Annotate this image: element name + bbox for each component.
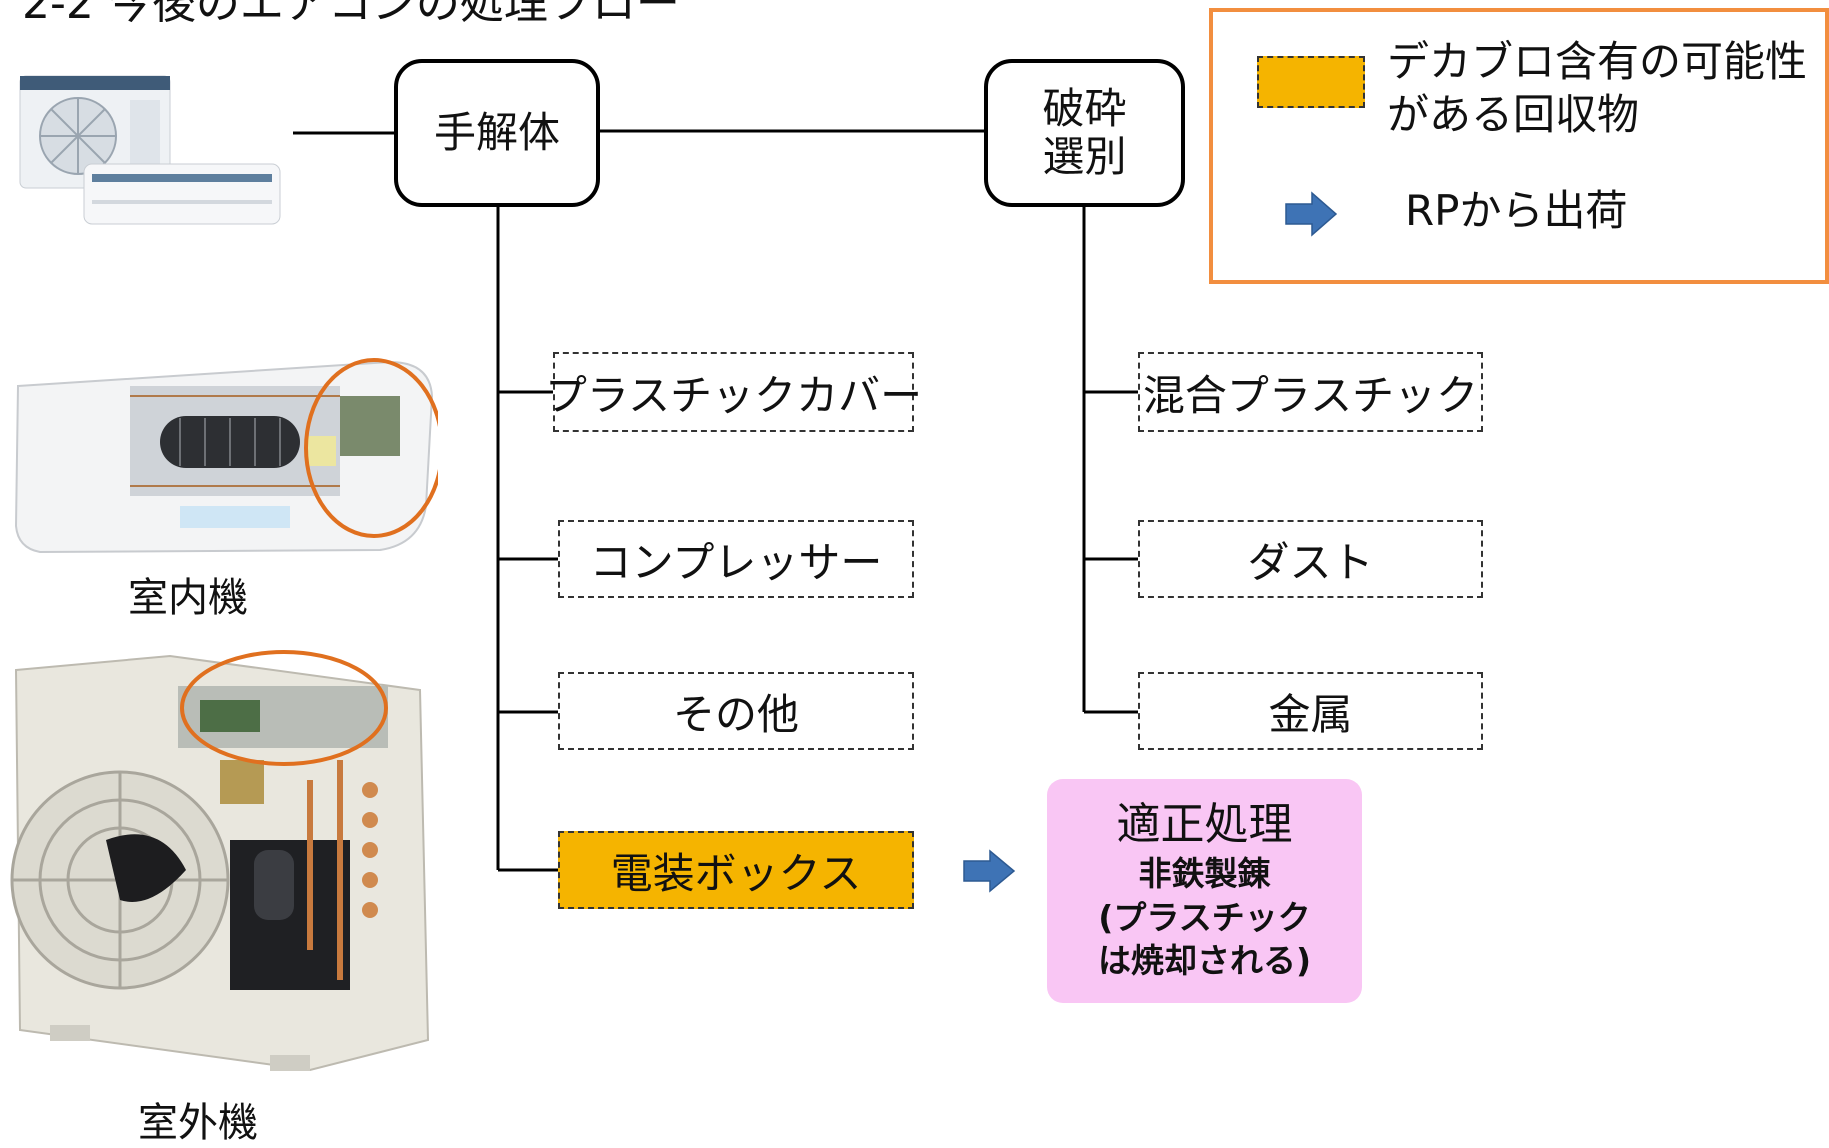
indoor-unit-cutaway-image [14, 358, 438, 554]
legend-decabro-swatch [1257, 56, 1365, 108]
crushing-label: 破砕 [1042, 83, 1127, 133]
legend-decabro-label: デカブロ含有の可能性 がある回収物 [1387, 36, 1807, 141]
output-metal: 金属 [1138, 672, 1483, 750]
legend-arrow-icon [1285, 191, 1338, 237]
manual-disassembly-label: 手解体 [433, 107, 560, 157]
output-label: ダスト [1247, 537, 1374, 587]
output-label: コンプレッサー [589, 537, 883, 587]
output-dust: ダスト [1138, 520, 1483, 598]
page-title: 2-2 今後のエアコンの処理フロー [22, 0, 680, 29]
output-label: プラスチックカバー [544, 370, 923, 420]
legend-shipment-label: RPから出荷 [1405, 186, 1628, 235]
legend-decabro-line-2: がある回収物 [1387, 89, 1640, 139]
indoor-unit-caption: 室内機 [128, 575, 248, 621]
output-other: その他 [558, 672, 914, 750]
appropriate-treatment-box: 適正処理 非鉄製錬 (プラスチック は焼却される) [1047, 779, 1362, 1003]
legend-box [1209, 8, 1829, 284]
legend-decabro-line-1: デカブロ含有の可能性 [1387, 37, 1808, 86]
treatment-heading: 適正処理 [1116, 799, 1293, 851]
crushing-sorting-node: 破砕 選別 [984, 59, 1185, 207]
output-compressor: コンプレッサー [558, 520, 914, 598]
output-electrical-box: 電装ボックス [558, 831, 914, 909]
manual-disassembly-node: 手解体 [394, 59, 600, 207]
outdoor-unit-caption: 室外機 [138, 1100, 258, 1146]
output-label: 混合プラスチック [1142, 370, 1479, 420]
air-conditioner-set-image [19, 75, 281, 225]
output-mixed-plastic: 混合プラスチック [1138, 352, 1483, 432]
outdoor-unit-cutaway-image [10, 650, 430, 1072]
treatment-line-3: は焼却される) [1097, 941, 1312, 981]
sorting-label: 選別 [1042, 132, 1127, 181]
output-label: 金属 [1268, 689, 1353, 739]
right-arrow-icon [963, 849, 1016, 893]
treatment-line-2: (プラスチック [1098, 897, 1311, 937]
treatment-line-1: 非鉄製錬 [1138, 854, 1271, 894]
output-label: その他 [672, 689, 799, 739]
output-label: 電装ボックス [610, 848, 862, 898]
output-plastic-cover: プラスチックカバー [545, 352, 922, 432]
